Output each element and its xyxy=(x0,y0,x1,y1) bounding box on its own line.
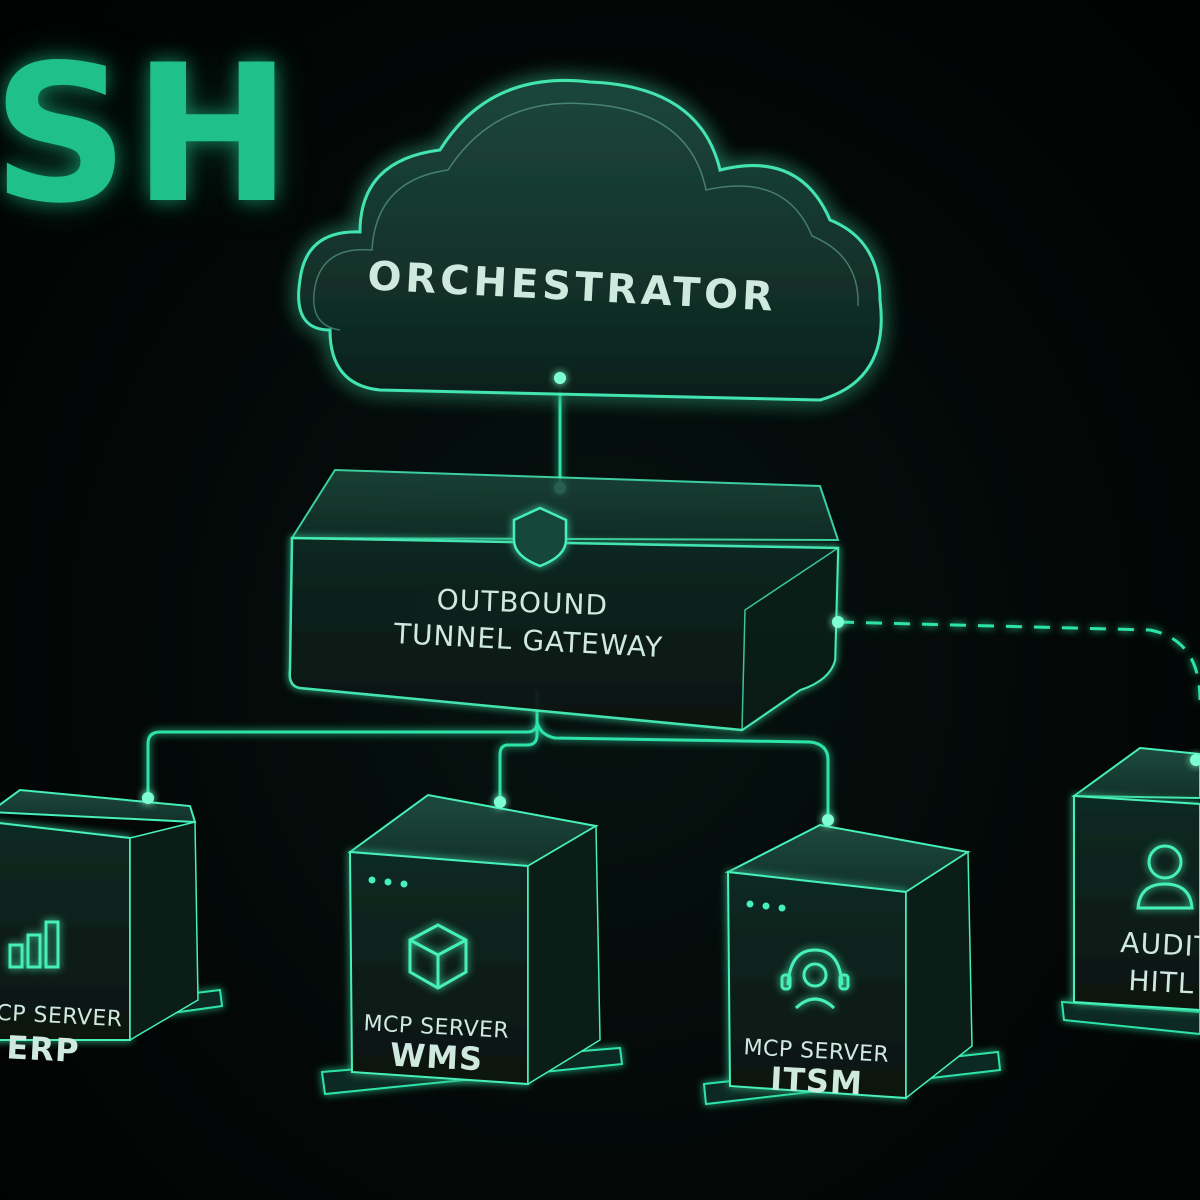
server-base xyxy=(1060,1000,1200,1036)
server-side-face xyxy=(129,821,199,1042)
bar-chart-icon xyxy=(8,920,60,969)
audit-label-line2: HITL xyxy=(1128,964,1196,1000)
gateway-top-face xyxy=(290,468,840,542)
port-dot xyxy=(554,372,566,384)
server-front-face xyxy=(1073,794,1200,1012)
server-itsm[interactable]: MCP SERVER ITSM xyxy=(702,823,1002,1106)
port-dot xyxy=(822,814,834,826)
wire-gateway-itsm xyxy=(535,721,830,820)
status-lights xyxy=(746,900,786,912)
port-dot xyxy=(494,796,506,808)
server-wms[interactable]: MCP SERVER WMS xyxy=(320,793,624,1096)
server-top-face xyxy=(0,788,197,824)
server-wms-name: WMS xyxy=(389,1036,484,1079)
gateway-node[interactable]: OUTBOUND TUNNEL GATEWAY xyxy=(288,468,840,732)
server-erp[interactable]: CP SERVER ERP xyxy=(0,788,224,1070)
server-side-face xyxy=(527,824,601,1086)
audit-label-line1: AUDIT xyxy=(1120,926,1200,964)
gateway-label-line1: OUTBOUND xyxy=(436,583,608,622)
status-lights xyxy=(368,876,408,888)
audit-node[interactable]: AUDIT HITL xyxy=(1060,746,1200,1036)
wire-gateway-audit xyxy=(837,620,1200,701)
cloud-icon xyxy=(297,78,883,402)
port-dot xyxy=(142,792,154,804)
shield-icon xyxy=(512,506,568,568)
port-dot xyxy=(1190,754,1200,766)
orchestrator-node[interactable]: ORCHESTRATOR xyxy=(297,78,883,402)
port-dot xyxy=(832,616,844,628)
user-icon xyxy=(1136,844,1194,910)
server-top-face xyxy=(1070,746,1200,800)
headset-user-icon xyxy=(780,948,850,1010)
connections xyxy=(146,378,1200,820)
server-erp-name: ERP xyxy=(6,1028,81,1070)
server-itsm-name: ITSM xyxy=(769,1060,863,1103)
server-side-face xyxy=(905,850,973,1100)
gateway-side-face xyxy=(741,546,839,732)
cube-icon xyxy=(408,923,468,990)
wire-gateway-wms xyxy=(498,722,539,802)
hero-title: SH xyxy=(0,24,296,245)
